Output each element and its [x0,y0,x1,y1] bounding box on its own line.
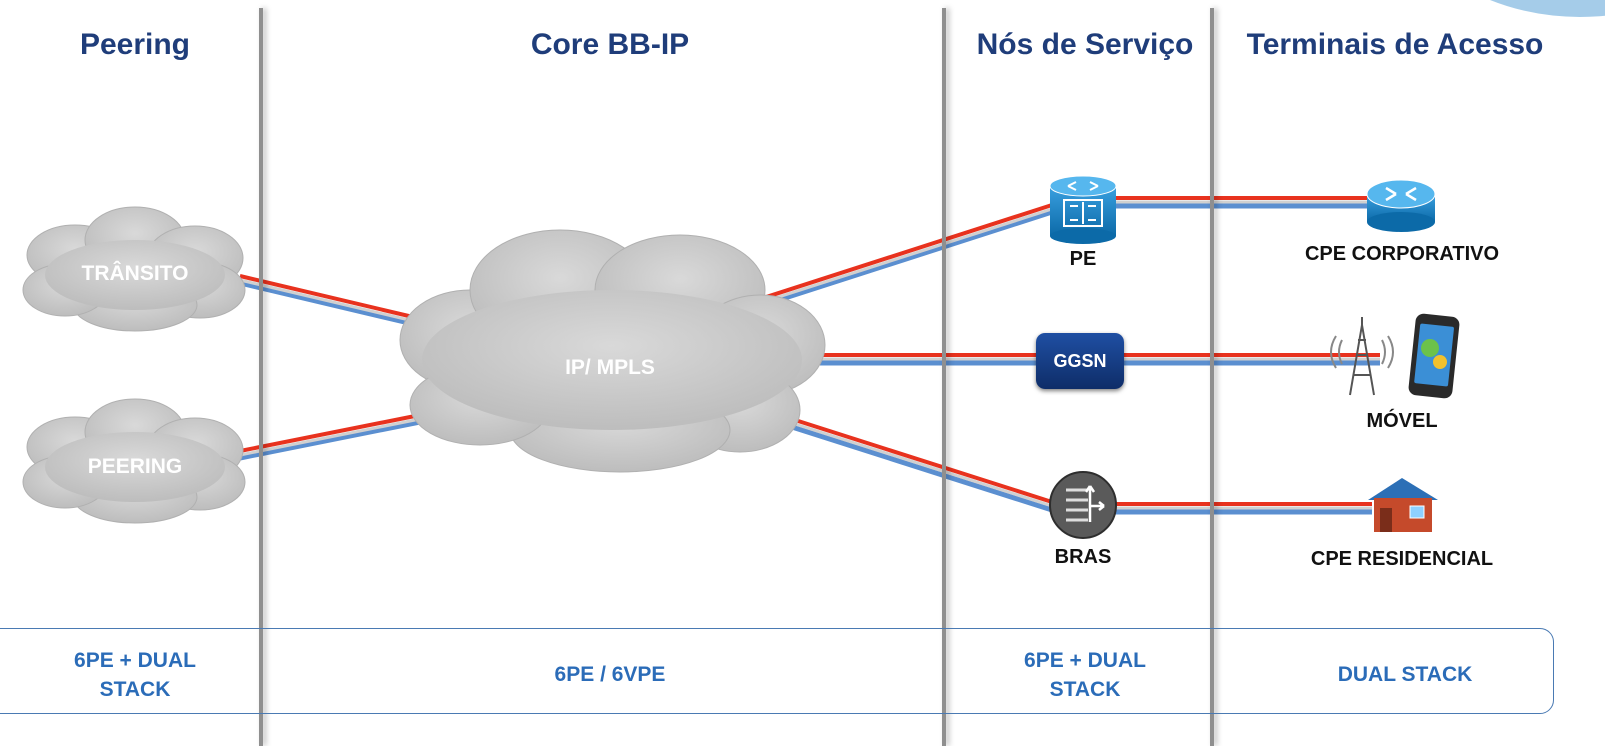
node-label-bras: BRAS [1054,546,1112,568]
link-ggsn-mobile [1124,353,1380,366]
column-title-peering: Peering [79,28,191,61]
column-divider [1210,8,1214,746]
link-core-ggsn [820,353,1040,366]
antenna-tower-icon [1330,317,1394,396]
footer-core: 6PE / 6VPE [554,663,666,686]
node-label-cpe-corporate: CPE CORPORATIVO [1304,243,1500,265]
cloud-label-core: IP/ MPLS [565,356,655,379]
cpe-corporate-router-icon [1366,179,1436,232]
transit-cloud [22,206,246,332]
link-pe-cpe-corporate [1110,196,1370,209]
column-divider [942,8,946,746]
corner-decoration [1490,0,1605,17]
bras-icon [1049,471,1117,539]
link-bras-cpe-residential [1114,502,1372,515]
cloud-label-peering: PEERING [87,455,183,478]
footer-access-terminals: DUAL STACK [1337,663,1473,686]
house-icon [1368,478,1438,532]
link-transit-core [239,274,431,331]
node-label-mobile: MÓVEL [1366,410,1438,432]
link-core-bras [769,410,1053,513]
peering-cloud [22,398,246,524]
column-title-access-terminals: Terminais de Acesso [1246,28,1544,61]
link-core-pe [759,203,1053,309]
core-cloud [399,229,826,473]
node-label-cpe-residential: CPE RESIDENCIAL [1310,548,1494,570]
node-label-pe: PE [1069,248,1097,270]
link-peering-core [239,409,441,461]
footer-peering: 6PE + DUAL STACK [74,649,196,701]
cloud-label-transit: TRÂNSITO [81,262,189,285]
column-title-core: Core BB-IP [530,28,690,61]
column-title-service-nodes: Nós de Serviço [976,28,1194,61]
footer-band [0,628,1554,714]
column-divider [259,8,263,746]
pe-router-icon [1049,175,1117,244]
ggsn-node: GGSN [1036,333,1124,389]
footer-service-nodes: 6PE + DUAL STACK [1024,649,1146,701]
mobile-phone-icon [1408,313,1460,399]
